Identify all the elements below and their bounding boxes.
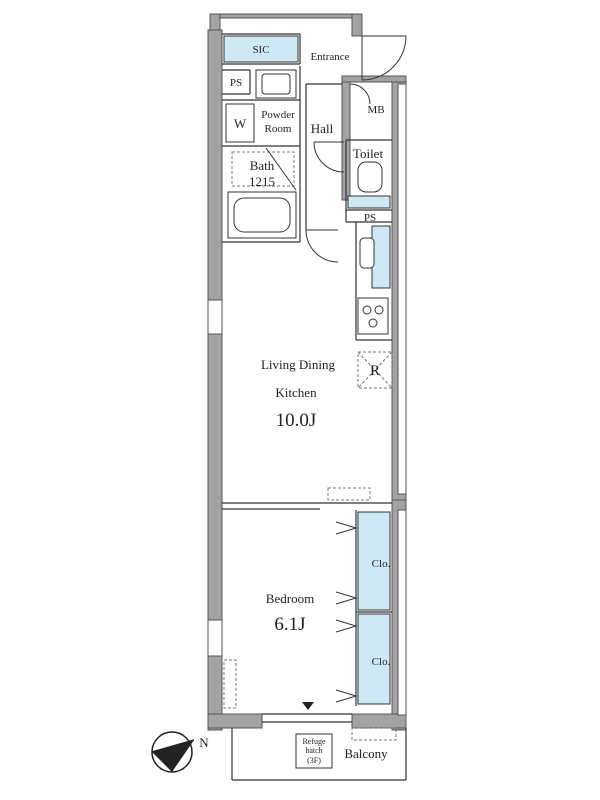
north-arrow-icon: N: [151, 731, 209, 773]
kitchen-sink: [359, 237, 375, 269]
label-ldk-1: Living Dining: [261, 357, 336, 372]
closet-2: [357, 613, 391, 705]
toilet-storage: [347, 195, 391, 209]
label-refrigerator: R: [370, 363, 380, 379]
compass-label: N: [199, 735, 209, 750]
ps-door: [349, 83, 371, 105]
label-ldk-2: Kitchen: [275, 385, 317, 400]
exit-marker: [302, 702, 314, 710]
label-ldk-size: 10.0J: [276, 410, 317, 431]
label-w: W: [234, 116, 247, 131]
label-closet-2: Clo.: [372, 656, 391, 668]
label-refuge-3: (3F): [307, 756, 321, 765]
washer: [225, 103, 255, 143]
sic-storage: [223, 35, 299, 63]
label-hall: Hall: [311, 121, 334, 136]
label-bath-2: 1215: [249, 174, 275, 189]
closet-doors: [335, 521, 358, 703]
entrance-door: [361, 35, 407, 81]
label-entrance: Entrance: [310, 51, 349, 63]
label-toilet: Toilet: [353, 146, 384, 161]
label-sic: SIC: [252, 44, 269, 56]
label-powder-2: Room: [265, 123, 292, 135]
left-windows: [207, 299, 223, 657]
storage-areas: [223, 35, 391, 705]
label-refuge-2: hatch: [305, 746, 322, 755]
label-refuge-1: Refuge: [302, 737, 326, 746]
powder-door: [265, 147, 297, 191]
label-balcony: Balcony: [344, 746, 388, 761]
refrigerator-space: [357, 351, 393, 389]
label-ps-mid: PS: [364, 212, 376, 224]
label-bedroom: Bedroom: [266, 591, 314, 606]
toilet-bowl: [357, 161, 383, 193]
cooktop: [357, 297, 389, 335]
interior-walls: [222, 33, 407, 781]
bedroom-shelf: [223, 659, 237, 709]
room-labels: SIC Entrance PS MB W Powder Room Hall To…: [230, 44, 391, 761]
bath-heater: [231, 151, 295, 187]
balcony-unit: [351, 727, 397, 741]
fixtures: [225, 69, 389, 335]
sink-area: [371, 225, 391, 289]
label-mb: MB: [367, 104, 384, 116]
label-ps-top: PS: [230, 77, 242, 89]
ac-unit: [327, 487, 371, 501]
dashed-elements: [223, 151, 397, 741]
refuge-hatch: Refuge hatch (3F): [295, 733, 333, 769]
toilet-door: [313, 141, 345, 173]
right-window: [397, 83, 407, 716]
label-closet-1: Clo.: [372, 558, 391, 570]
door-swings: [265, 35, 407, 263]
label-powder-1: Powder: [261, 109, 295, 121]
label-bath-1: Bath: [250, 158, 275, 173]
closet-1: [357, 511, 391, 611]
label-bedroom-size: 6.1J: [274, 614, 305, 635]
hall-door: [305, 229, 339, 263]
